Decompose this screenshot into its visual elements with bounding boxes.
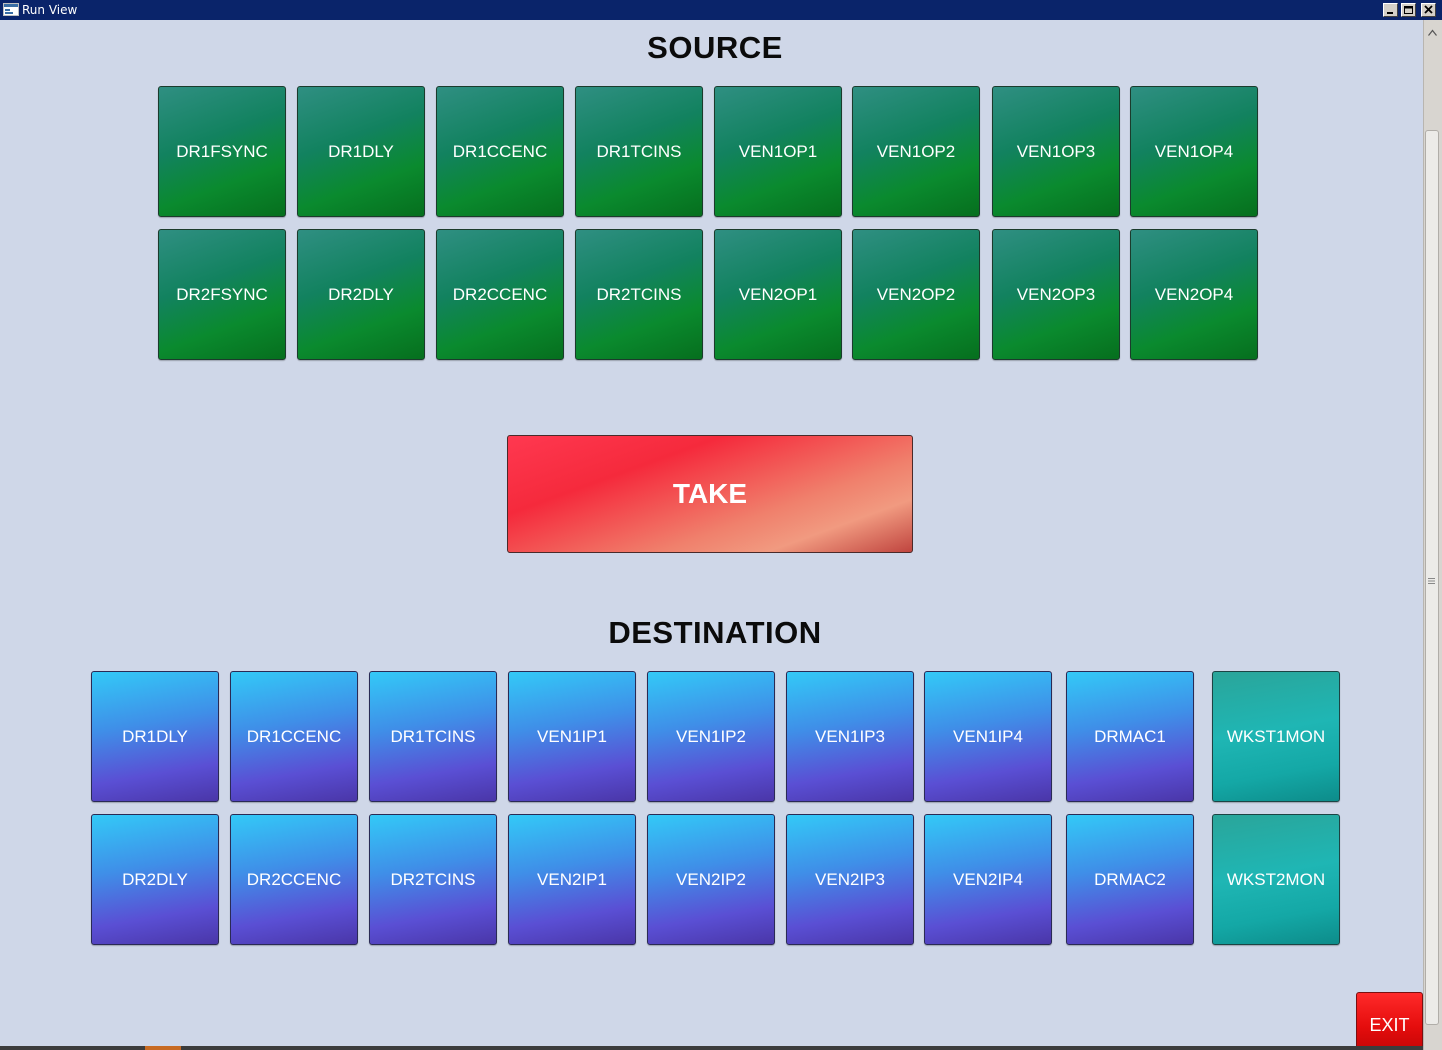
destination-button-dr2ccenc[interactable]: DR2CCENC bbox=[230, 814, 358, 945]
destination-button-drmac1[interactable]: DRMAC1 bbox=[1066, 671, 1194, 802]
source-button-ven1op3[interactable]: VEN1OP3 bbox=[992, 86, 1120, 217]
destination-button-wkst2mon[interactable]: WKST2MON bbox=[1212, 814, 1340, 945]
source-button-dr2fsync[interactable]: DR2FSYNC bbox=[158, 229, 286, 360]
source-button-dr2tcins[interactable]: DR2TCINS bbox=[575, 229, 703, 360]
source-button-ven1op1[interactable]: VEN1OP1 bbox=[714, 86, 842, 217]
maximize-button[interactable] bbox=[1401, 3, 1416, 17]
taskbar-accent bbox=[145, 1046, 181, 1050]
source-heading: SOURCE bbox=[647, 30, 783, 65]
source-button-ven2op1[interactable]: VEN2OP1 bbox=[714, 229, 842, 360]
source-button-dr2ccenc[interactable]: DR2CCENC bbox=[436, 229, 564, 360]
destination-button-drmac2[interactable]: DRMAC2 bbox=[1066, 814, 1194, 945]
destination-button-ven1ip2[interactable]: VEN1IP2 bbox=[647, 671, 775, 802]
source-button-dr1dly[interactable]: DR1DLY bbox=[297, 86, 425, 217]
source-button-dr2dly[interactable]: DR2DLY bbox=[297, 229, 425, 360]
source-button-ven2op2[interactable]: VEN2OP2 bbox=[852, 229, 980, 360]
destination-button-dr1ccenc[interactable]: DR1CCENC bbox=[230, 671, 358, 802]
destination-button-wkst1mon[interactable]: WKST1MON bbox=[1212, 671, 1340, 802]
destination-button-dr2dly[interactable]: DR2DLY bbox=[91, 814, 219, 945]
taskbar-strip bbox=[0, 1046, 1423, 1050]
minimize-button[interactable] bbox=[1383, 3, 1398, 17]
source-button-dr1ccenc[interactable]: DR1CCENC bbox=[436, 86, 564, 217]
destination-button-ven1ip3[interactable]: VEN1IP3 bbox=[786, 671, 914, 802]
source-button-dr1tcins[interactable]: DR1TCINS bbox=[575, 86, 703, 217]
destination-button-ven2ip4[interactable]: VEN2IP4 bbox=[924, 814, 1052, 945]
app-window-icon bbox=[3, 3, 19, 16]
source-button-ven2op4[interactable]: VEN2OP4 bbox=[1130, 229, 1258, 360]
destination-button-ven1ip1[interactable]: VEN1IP1 bbox=[508, 671, 636, 802]
title-bar[interactable]: Run View bbox=[0, 0, 1442, 20]
destination-button-ven2ip2[interactable]: VEN2IP2 bbox=[647, 814, 775, 945]
window-title: Run View bbox=[22, 3, 78, 17]
source-button-ven1op2[interactable]: VEN1OP2 bbox=[852, 86, 980, 217]
destination-button-dr2tcins[interactable]: DR2TCINS bbox=[369, 814, 497, 945]
exit-button[interactable]: EXIT bbox=[1356, 992, 1423, 1050]
destination-button-dr1tcins[interactable]: DR1TCINS bbox=[369, 671, 497, 802]
destination-button-ven2ip3[interactable]: VEN2IP3 bbox=[786, 814, 914, 945]
close-button[interactable] bbox=[1421, 3, 1436, 17]
destination-button-dr1dly[interactable]: DR1DLY bbox=[91, 671, 219, 802]
take-button[interactable]: TAKE bbox=[507, 435, 913, 553]
destination-button-ven1ip4[interactable]: VEN1IP4 bbox=[924, 671, 1052, 802]
source-button-ven1op4[interactable]: VEN1OP4 bbox=[1130, 86, 1258, 217]
scrollbar-thumb[interactable] bbox=[1425, 130, 1439, 1025]
source-button-dr1fsync[interactable]: DR1FSYNC bbox=[158, 86, 286, 217]
source-button-ven2op3[interactable]: VEN2OP3 bbox=[992, 229, 1120, 360]
scroll-grip-icon bbox=[1428, 572, 1435, 584]
destination-heading: DESTINATION bbox=[608, 615, 822, 650]
scroll-up-arrow-icon[interactable] bbox=[1428, 24, 1437, 36]
destination-button-ven2ip1[interactable]: VEN2IP1 bbox=[508, 814, 636, 945]
